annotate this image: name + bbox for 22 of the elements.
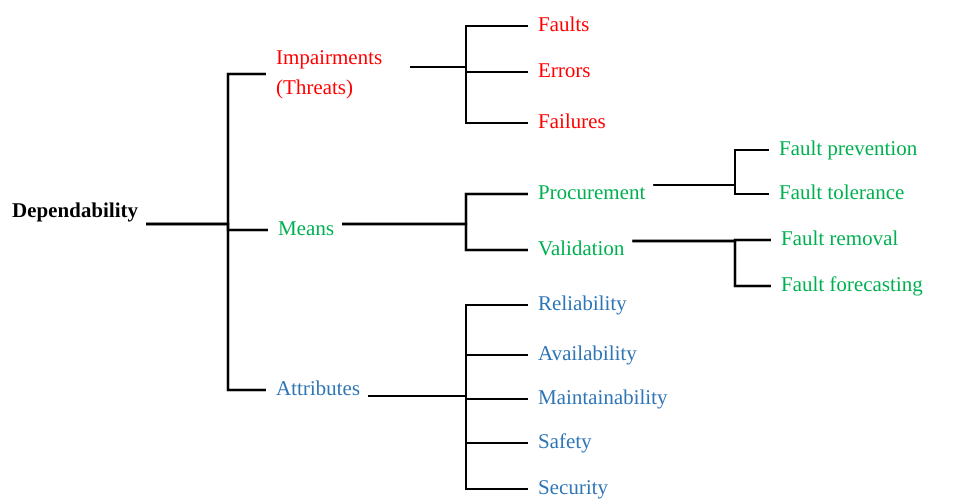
tree-label: Failures <box>538 106 606 136</box>
tree-label: Maintainability <box>538 382 668 412</box>
connector-line <box>632 240 771 288</box>
tree-label: Validation <box>538 233 624 263</box>
tree-label: Faults <box>538 9 590 39</box>
tree-label: Errors <box>538 55 590 85</box>
tree-label: Reliability <box>538 288 627 318</box>
tree-label: Fault forecasting <box>781 269 923 299</box>
tree-label: Availability <box>538 338 637 368</box>
tree-label: Fault prevention <box>779 133 918 163</box>
tree-label: Attributes <box>276 373 360 403</box>
tree-label: Means <box>278 213 334 243</box>
connector-line <box>653 184 769 195</box>
connector-line <box>146 222 266 392</box>
tree-label: Fault removal <box>781 223 898 253</box>
tree-label: Safety <box>538 426 592 456</box>
tree-label: Dependability <box>12 195 138 225</box>
tree-label: Security <box>538 472 608 500</box>
connector-line <box>342 222 528 252</box>
tree-label: Procurement <box>538 177 646 207</box>
tree-label: Fault tolerance <box>779 177 904 207</box>
tree-label: Impairments (Threats) <box>276 42 412 102</box>
